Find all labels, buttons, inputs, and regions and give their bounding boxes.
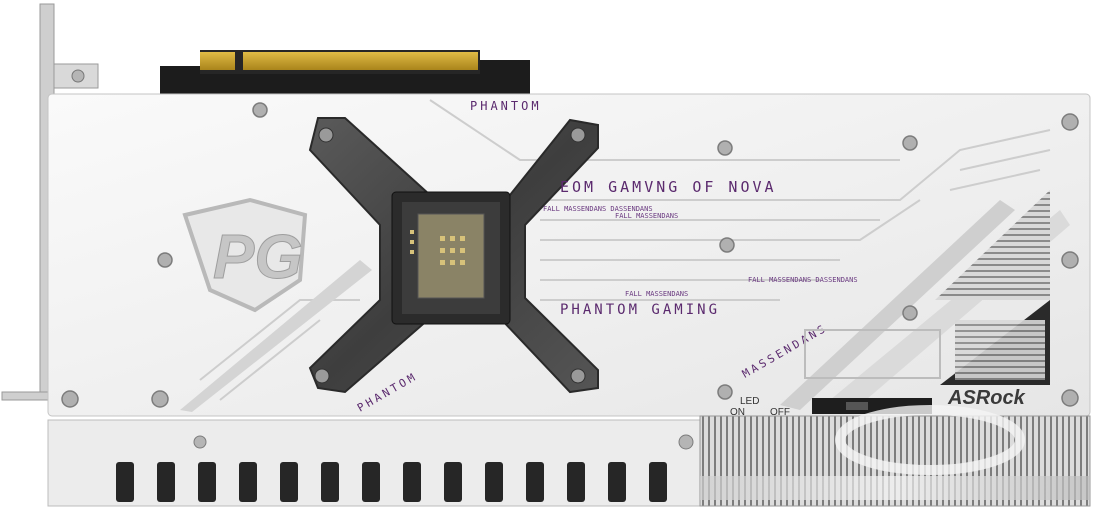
led-off-label: OFF (770, 407, 790, 418)
small-label-2: FALL MASSENDANS (615, 212, 678, 220)
heatsink-window (804, 190, 1050, 385)
gold-contacts-long (243, 52, 478, 70)
vent-slots (116, 462, 667, 502)
pg-logo-icon: PG (182, 197, 308, 313)
gpu-socket (417, 213, 485, 299)
bottom-shroud (47, 405, 1091, 507)
small-label-1: FALL MASSENDANS DASSENDANS (543, 205, 653, 213)
pcb-edge (160, 50, 530, 96)
pg-logo-text: PG (213, 223, 303, 292)
backplate (47, 93, 1091, 417)
led-on-label: ON (730, 407, 745, 418)
gold-contacts-short (200, 52, 235, 70)
screw-set (61, 102, 1079, 408)
small-label-3: FALL MASSENDANS DASSENDANS (748, 276, 858, 284)
led-switch-label: LED (740, 396, 759, 407)
series-label-top: PHANTOM (470, 99, 542, 113)
tagline-text: EOM GAMVNG OF NOVA (560, 178, 777, 196)
brand-logo: ASRock (947, 387, 1026, 409)
x-bracket (308, 117, 599, 394)
small-label-4: FALL MASSENDANS (625, 290, 688, 298)
series-label-diag: PHANTOM GAMING (560, 302, 720, 318)
